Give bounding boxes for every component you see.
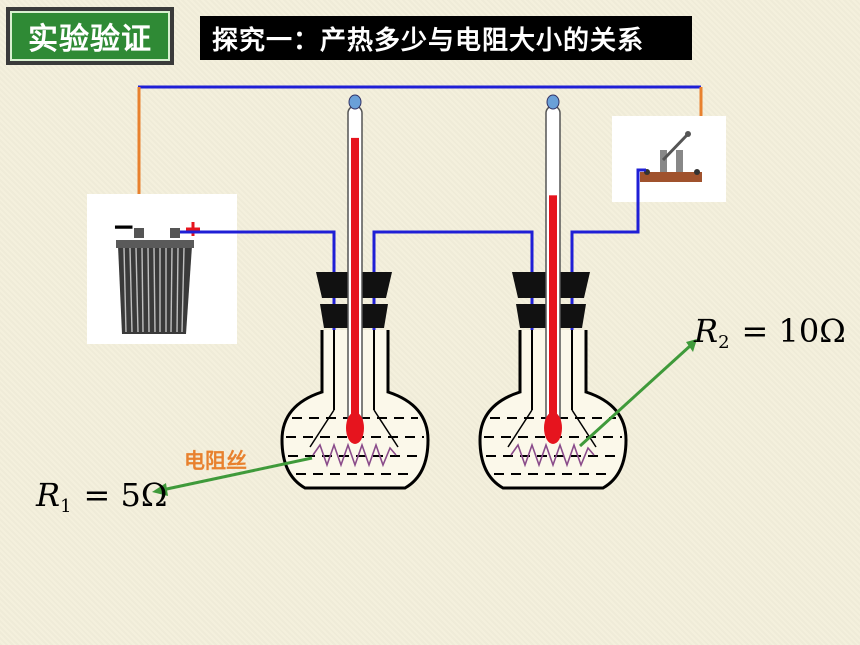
r1-label: R1 = 5Ω: [36, 476, 167, 517]
link-wire: [372, 230, 534, 330]
resistance-wire-label: 电阻丝: [184, 449, 247, 473]
thermometer-2: [544, 94, 562, 444]
mercury-column-1: [351, 137, 359, 425]
r1-value: 5Ω: [120, 476, 168, 514]
resistor-wire-2: [510, 442, 595, 468]
r2-value: 10Ω: [778, 312, 846, 350]
section-badge-label: 实验验证: [10, 11, 170, 61]
switch-wire: [570, 168, 646, 330]
r2-equals: =: [741, 312, 769, 350]
thermometer-1: [346, 94, 364, 444]
mercury-column-2: [549, 195, 557, 425]
r1-equals: =: [83, 476, 111, 514]
svg-text:−: −: [112, 210, 135, 243]
arrow-r2: [578, 339, 697, 448]
r1-subscript: 1: [60, 496, 72, 517]
r1-symbol: R: [36, 476, 61, 514]
arrow-r1: [152, 456, 313, 496]
switch: [612, 116, 726, 202]
section-badge: 实验验证: [6, 7, 174, 65]
r2-subscript: 2: [718, 332, 730, 353]
topic-title: 探究一：产热多少与电阻大小的关系: [200, 16, 692, 60]
r2-label: R2 = 10Ω: [694, 312, 846, 353]
resistor-wire-1: [312, 442, 397, 468]
r2-symbol: R: [694, 312, 719, 350]
battery: −: [87, 194, 237, 344]
